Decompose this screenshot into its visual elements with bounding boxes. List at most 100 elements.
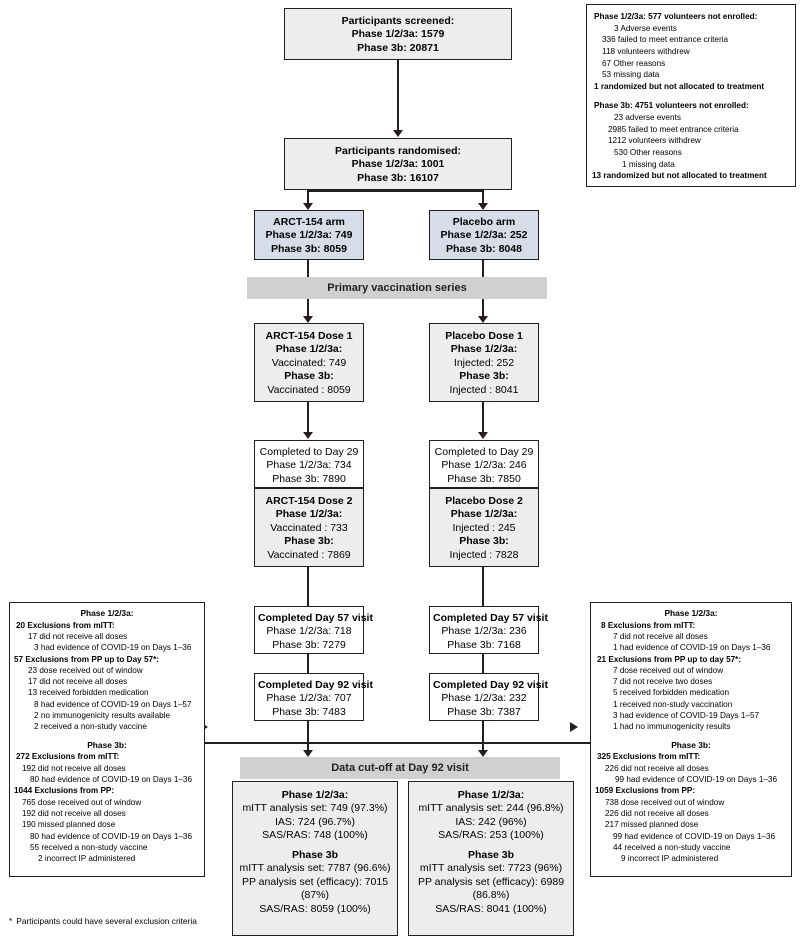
analysis-placebo-r3: SAS/RAS: 253 (100%) (438, 829, 544, 842)
excl-left-g3-title: 272 Exclusions from mITT: (16, 752, 120, 762)
not-enrolled-g1-row-4: 53 missing data (602, 70, 660, 80)
box-completed-day57-placebo: Completed Day 57 visit Phase 1/2/3a: 236… (429, 606, 548, 654)
dose1-treatment-line5: Vaccinated : 8059 (267, 383, 351, 396)
excl-right-g1-row-0: 7 did not receive all doses (613, 631, 708, 641)
arm-treatment-line3: Phase 3b: 8059 (271, 242, 347, 255)
dose1-treatment-line1: ARCT-154 Dose 1 (265, 330, 353, 342)
excl-right-g3-row-0: 226 did not receive all doses (605, 763, 709, 773)
excl-left-g4-row-3: 80 had evidence of COVID-19 on Days 1–36 (30, 831, 193, 841)
analysis-treatment-r7: SAS/RAS: 8059 (100%) (259, 902, 371, 915)
analysis-treatment-r6: (87%) (300, 889, 329, 902)
excl-left-g4-row-2: 190 missed planned dose (22, 820, 116, 830)
day29-treatment-line3: Phase 3b: 7890 (272, 472, 346, 485)
dose1-placebo-line1: Placebo Dose 1 (445, 330, 523, 342)
excl-left-spacer (14, 733, 200, 740)
analysis-placebo-r5: PP analysis set (efficacy): 6989 (417, 875, 565, 888)
dose2-placebo-line4: Phase 3b: (459, 535, 509, 548)
randomised-line3: Phase 3b: 16107 (357, 171, 439, 184)
dose2-treatment-line1: ARCT-154 Dose 2 (265, 495, 353, 507)
day57-placebo-line3: Phase 3b: 7168 (447, 638, 521, 651)
dose2-treatment-line3: Vaccinated : 733 (270, 521, 348, 534)
arrow-randomised-to-treatment (303, 203, 313, 210)
dose1-treatment-line2: Phase 1/2/3a: (275, 343, 343, 356)
analysis-treatment-r5: PP analysis set (efficacy): 7015 (241, 875, 389, 888)
dose1-treatment-line3: Vaccinated: 749 (271, 356, 347, 369)
box-placebo-dose2: Placebo Dose 2 Phase 1/2/3a: Injected : … (429, 488, 539, 567)
band-primary-label: Primary vaccination series (327, 282, 467, 294)
excl-right-g4-title: 1059 Exclusions from PP: (595, 786, 696, 796)
connector-placebo-to-band (482, 260, 484, 278)
analysis-treatment-r1: mITT analysis set: 749 (97.3%) (242, 802, 388, 815)
excl-left-g4-row-5: 2 incorrect IP administered (38, 854, 136, 864)
day92-treatment-line3: Phase 3b: 7483 (272, 705, 346, 718)
dose2-placebo-line5: Injected : 7828 (449, 548, 519, 561)
excl-right-g2-row-1: 7 did not receive two doses (613, 677, 713, 687)
dose2-placebo-line2: Phase 1/2/3a: (450, 508, 518, 521)
box-placebo-arm: Placebo arm Phase 1/2/3a: 252 Phase 3b: … (429, 210, 539, 260)
dose2-placebo-line3: Injected : 245 (452, 521, 516, 534)
connector-band-to-dose1-placebo (482, 299, 484, 321)
arm-treatment-line2: Phase 1/2/3a: 749 (265, 229, 353, 242)
arrow-dose1-to-day29-treatment (303, 432, 313, 439)
excl-left-g1-row-1: 3 had evidence of COVID-19 on Days 1–36 (34, 643, 192, 653)
footnote: *Participants could have several exclusi… (9, 916, 197, 926)
analysis-treatment-r2: IAS: 724 (96.7%) (275, 815, 355, 828)
not-enrolled-g1-footer: 1 randomized but not allocated to treatm… (594, 81, 765, 91)
excl-right-g4-row-1: 226 did not receive all doses (605, 808, 709, 818)
excl-left-g2-row-5: 2 received a non-study vaccine (34, 722, 147, 732)
excl-right-g3-title: 325 Exclusions from mITT: (597, 752, 701, 762)
not-enrolled-g2-footer: 13 randomized but not allocated to treat… (592, 171, 767, 181)
not-enrolled-g2-row-0: 23 adverse events (614, 113, 681, 123)
day92-placebo-line2: Phase 1/2/3a: 232 (441, 692, 527, 705)
arrow-into-right-panel (570, 722, 578, 732)
box-analysis-sets-treatment: Phase 1/2/3a: mITT analysis set: 749 (97… (232, 781, 398, 936)
excl-right-g2-row-3: 1 received non-study vaccination (613, 699, 733, 709)
excl-right-g4-row-0: 738 dose received out of window (605, 797, 725, 807)
connector-day92-down-placebo (482, 721, 484, 755)
band-primary-vaccination-series: Primary vaccination series (247, 277, 547, 299)
not-enrolled-g2-row-1: 2985 failed to meet entrance criteria (608, 124, 739, 134)
arrow-day92-to-cutoff-placebo (478, 750, 488, 757)
not-enrolled-g2-title: Phase 3b: 4751 volunteers not enrolled: (594, 101, 749, 111)
excl-left-g2-row-4: 2 no immunogenicity results available (34, 711, 171, 721)
not-enrolled-g1-title: Phase 1/2/3a: 577 volunteers not enrolle… (594, 12, 758, 21)
box-arct154-dose2: ARCT-154 Dose 2 Phase 1/2/3a: Vaccinated… (254, 488, 364, 567)
arm-placebo-line2: Phase 1/2/3a: 252 (440, 229, 528, 242)
analysis-placebo-h1: Phase 1/2/3a: (457, 789, 525, 801)
not-enrolled-g2-row-4: 1 missing data (622, 159, 675, 169)
arm-treatment-line1: ARCT-154 arm (273, 216, 345, 228)
excl-left-g2-row-2: 13 received forbidden medication (28, 688, 149, 698)
analysis-placebo-r2: IAS: 242 (96%) (455, 815, 527, 828)
connector-dose1-to-day29-placebo (482, 402, 484, 436)
not-enrolled-g1-row-3: 67 Other reasons (602, 58, 666, 68)
panel-exclusions-placebo: Phase 1/2/3a: 8 Exclusions from mITT: 7 … (590, 602, 792, 877)
analysis-treatment-r4: mITT analysis set: 7787 (96.6%) (239, 862, 391, 875)
dose2-treatment-line2: Phase 1/2/3a: (275, 508, 343, 521)
day57-placebo-line1: Completed Day 57 visit (433, 612, 548, 624)
not-enrolled-g1-row-2: 118 volunteers withdrew (602, 46, 690, 56)
excl-right-g4-row-2: 217 missed planned dose (605, 820, 699, 830)
excl-right-header-2: Phase 3b: (671, 739, 711, 750)
screened-line3: Phase 3b: 20871 (357, 41, 439, 54)
excl-right-g4-row-5: 9 incorrect IP administered (621, 854, 719, 864)
not-enrolled-spacer (592, 92, 790, 100)
connector-randomised-split (308, 190, 483, 192)
randomised-line1: Participants randomised: (334, 145, 462, 157)
box-arct154-arm: ARCT-154 arm Phase 1/2/3a: 749 Phase 3b:… (254, 210, 364, 260)
excl-right-header-1: Phase 1/2/3a: (664, 608, 718, 618)
excl-left-g1-row-0: 17 did not receive all doses (28, 631, 128, 641)
band-cutoff-label: Data cut-off at Day 92 visit (331, 762, 469, 774)
analysis-treatment-r3: SAS/RAS: 748 (100%) (262, 829, 368, 842)
day29-treatment-line1: Completed to Day 29 (259, 446, 359, 458)
connector-dose2-to-day57-treatment (307, 567, 309, 606)
box-participants-randomised: Participants randomised: Phase 1/2/3a: 1… (284, 138, 512, 190)
excl-left-g4-row-4: 55 received a non-study vaccine (30, 842, 148, 852)
analysis-placebo-r7: SAS/RAS: 8041 (100%) (435, 902, 547, 915)
arm-placebo-line1: Placebo arm (452, 216, 516, 228)
day57-placebo-line2: Phase 1/2/3a: 236 (441, 625, 527, 638)
day29-placebo-line1: Completed to Day 29 (434, 446, 534, 458)
box-participants-screened: Participants screened: Phase 1/2/3a: 157… (284, 8, 512, 60)
randomised-line2: Phase 1/2/3a: 1001 (351, 158, 445, 171)
day29-treatment-line2: Phase 1/2/3a: 734 (266, 459, 352, 472)
excl-left-g1-title: 20 Exclusions from mITT: (16, 620, 115, 630)
